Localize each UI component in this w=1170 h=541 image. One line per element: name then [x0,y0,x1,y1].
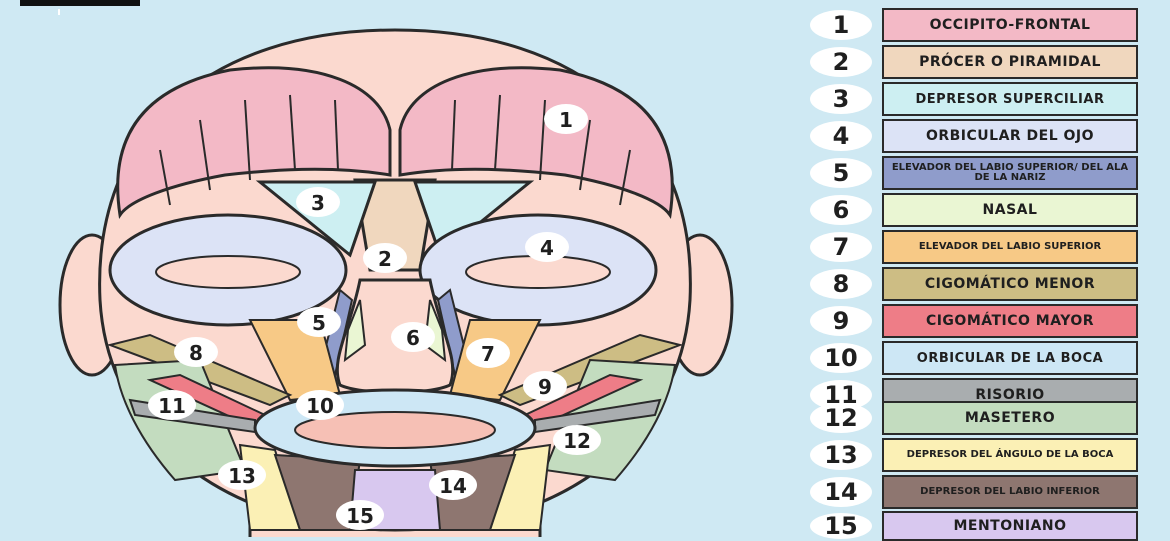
face-label-14: 14 [439,474,467,498]
legend-label: PRÓCER O PIRAMIDAL [882,45,1138,79]
legend-number: 5 [810,158,872,188]
legend-row: 3 DEPRESOR SUPERCILIAR [800,82,1145,116]
legend-number: 3 [810,84,872,114]
legend-number: 14 [810,477,872,507]
face-label-12: 12 [563,429,591,453]
legend-label: ORBICULAR DEL OJO [882,119,1138,153]
legend-row: 14 DEPRESOR DEL LABIO INFERIOR [800,475,1145,509]
legend-label: ORBICULAR DE LA BOCA [882,341,1138,375]
legend-label: CIGOMÁTICO MAYOR [882,304,1138,338]
eye-left [156,256,300,288]
legend-label: MASETERO [882,401,1138,435]
face-label-2: 2 [378,247,392,271]
legend-row: 2 PRÓCER O PIRAMIDAL [800,45,1145,79]
legend-label: DEPRESOR DEL ÁNGULO DE LA BOCA [882,438,1138,472]
legend-number: 2 [810,47,872,77]
legend-number: 10 [810,343,872,373]
legend-row: 6 NASAL [800,193,1145,227]
legend-row: 13 DEPRESOR DEL ÁNGULO DE LA BOCA [800,438,1145,472]
face-label-9: 9 [538,375,552,399]
face-label-4: 4 [540,236,554,260]
legend-label: DEPRESOR DEL LABIO INFERIOR [882,475,1138,509]
legend-number: 15 [810,513,872,539]
legend-number: 13 [810,440,872,470]
face-label-5: 5 [312,311,326,335]
top-left-bar [20,0,140,6]
face-label-11: 11 [158,394,186,418]
legend-row: 9 CIGOMÁTICO MAYOR [800,304,1145,338]
face-label-7: 7 [481,342,495,366]
legend-number: 9 [810,306,872,336]
legend-number: 4 [810,121,872,151]
legend-label: ELEVADOR DEL LABIO SUPERIOR/ DEL ALA DE … [882,156,1138,190]
legend-row: 5 ELEVADOR DEL LABIO SUPERIOR/ DEL ALA DE… [800,156,1145,190]
legend-label: OCCIPITO-FRONTAL [882,8,1138,42]
legend-row: 1 OCCIPITO-FRONTAL [800,8,1145,42]
face-label-6: 6 [406,326,420,350]
legend-label: ELEVADOR DEL LABIO SUPERIOR [882,230,1138,264]
face-label-3: 3 [311,191,325,215]
legend-row: 7 ELEVADOR DEL LABIO SUPERIOR [800,230,1145,264]
legend-number: 12 [810,403,872,433]
legend-row: 10 ORBICULAR DE LA BOCA [800,341,1145,375]
legend-label: NASAL [882,193,1138,227]
face-label-13: 13 [228,464,256,488]
legend-number: 8 [810,269,872,299]
eye-right [466,256,610,288]
legend-row: 12 MASETERO [800,401,1145,435]
legend-number: 7 [810,232,872,262]
legend-label: CIGOMÁTICO MENOR [882,267,1138,301]
legend-row: 8 CIGOMÁTICO MENOR [800,267,1145,301]
face-label-1: 1 [559,108,573,132]
legend-number: 1 [810,10,872,40]
legend-label: DEPRESOR SUPERCILIAR [882,82,1138,116]
legend-row: 4 ORBICULAR DEL OJO [800,119,1145,153]
face-label-10: 10 [306,394,334,418]
legend-number: 6 [810,195,872,225]
face-label-15: 15 [346,504,374,528]
face-label-8: 8 [189,341,203,365]
